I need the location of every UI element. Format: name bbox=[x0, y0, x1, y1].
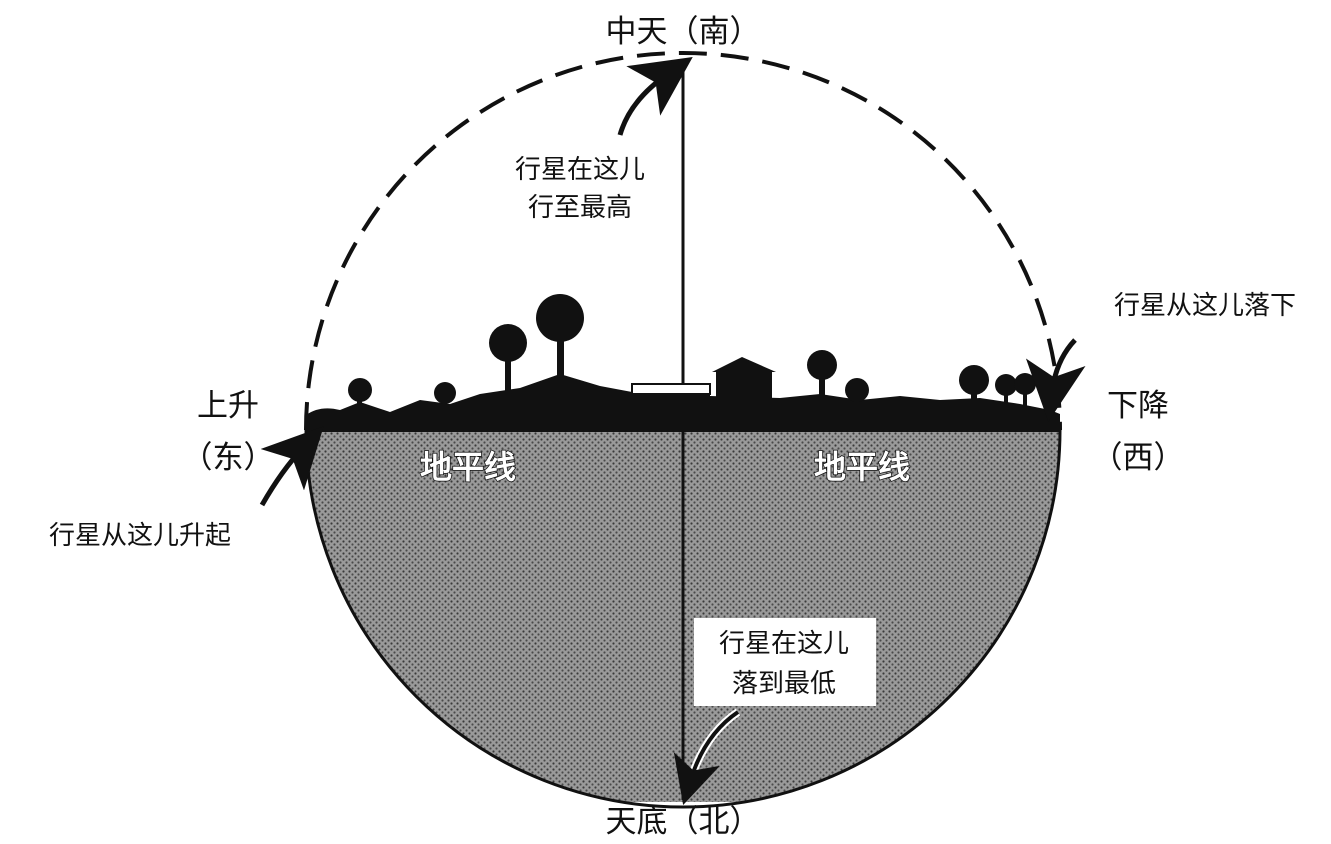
annotation-highest-line1: 行星在这儿 bbox=[515, 155, 645, 185]
label-rising-line1: 上升 bbox=[197, 388, 259, 424]
label-zenith-south: 中天（南） bbox=[606, 14, 761, 50]
label-setting-line2: （西） bbox=[1092, 440, 1185, 476]
annotation-lowest-line2: 落到最低 bbox=[732, 669, 836, 699]
arrow-rising bbox=[259, 426, 324, 507]
annotation-lowest-line1: 行星在这儿 bbox=[719, 629, 849, 659]
sky-arc-dashed bbox=[304, 51, 1062, 431]
horizon-label-left: 地平线 bbox=[420, 448, 516, 486]
label-setting-line1: 下降 bbox=[1107, 388, 1169, 424]
annotation-highest-line2: 行至最高 bbox=[528, 193, 632, 223]
arrow-to-zenith bbox=[617, 57, 693, 136]
horizon-label-right: 地平线 bbox=[814, 448, 910, 486]
highest-label-bg bbox=[486, 142, 672, 228]
lowest-label-bg bbox=[694, 618, 876, 706]
label-rising-line2: （东） bbox=[182, 440, 275, 476]
annotation-rising: 行星从这儿升起 bbox=[49, 521, 231, 551]
arrow-setting bbox=[1025, 338, 1086, 422]
annotation-setting: 行星从这儿落下 bbox=[1114, 291, 1296, 321]
arrow-to-nadir-inner bbox=[673, 710, 740, 805]
landscape-silhouette bbox=[306, 294, 1060, 430]
label-nadir-north: 天底（北） bbox=[606, 804, 761, 840]
